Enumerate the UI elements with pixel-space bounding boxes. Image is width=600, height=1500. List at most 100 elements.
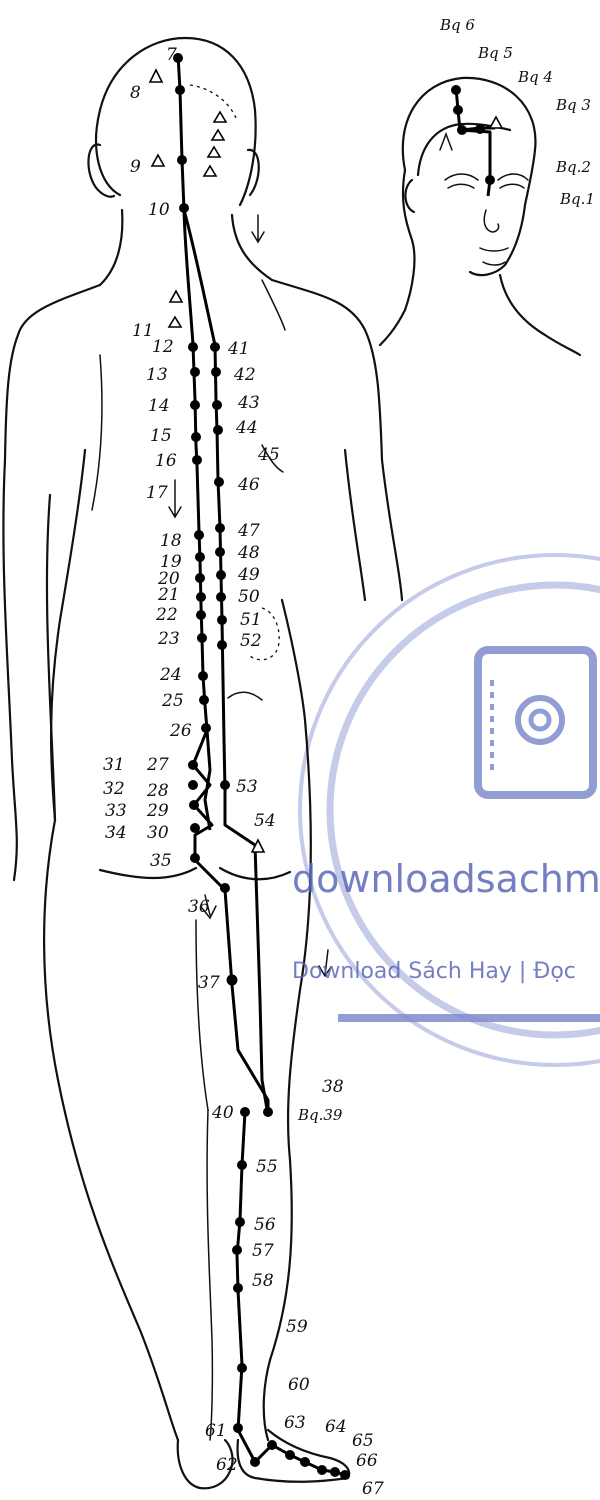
point-dot xyxy=(300,1457,310,1467)
triangle-marker xyxy=(152,155,164,166)
down-arrow-icon xyxy=(169,480,181,517)
point-dot xyxy=(210,342,220,352)
point-dot xyxy=(267,1440,277,1450)
point-label-27: 27 xyxy=(146,755,169,775)
point-dot xyxy=(198,671,208,681)
point-label-38: 38 xyxy=(322,1077,344,1097)
point-dot xyxy=(191,432,201,442)
triangle-marker xyxy=(204,166,216,176)
point-label-46: 46 xyxy=(237,475,260,495)
point-label-33: 33 xyxy=(105,801,127,821)
point-dot xyxy=(457,125,467,135)
point-dot xyxy=(285,1450,295,1460)
point-dot xyxy=(195,552,205,562)
point-label-24: 24 xyxy=(159,665,182,685)
point-label-64: 64 xyxy=(325,1417,347,1437)
point-dot xyxy=(199,695,209,705)
face-label-bq3: Bq 3 xyxy=(555,96,591,114)
point-label-65: 65 xyxy=(352,1431,374,1451)
point-dot xyxy=(485,175,495,185)
face-label-bq5: Bq 5 xyxy=(477,44,513,62)
point-label-18: 18 xyxy=(160,531,182,551)
point-label-62: 62 xyxy=(216,1455,238,1475)
point-label-66: 66 xyxy=(356,1451,378,1471)
point-label-41: 41 xyxy=(227,339,250,359)
point-label-54: 54 xyxy=(254,811,276,831)
face-label-bq6: Bq 6 xyxy=(439,16,475,34)
point-dot xyxy=(216,592,226,602)
point-dot xyxy=(263,1107,273,1117)
point-dot xyxy=(233,1423,243,1433)
point-label-21: 21 xyxy=(157,585,180,605)
point-label-10: 10 xyxy=(148,200,170,220)
point-dot xyxy=(217,615,227,625)
point-label-26: 26 xyxy=(169,721,192,741)
point-label-40: 40 xyxy=(211,1103,234,1123)
point-dot xyxy=(197,633,207,643)
point-dot xyxy=(189,800,199,810)
point-dot xyxy=(240,1107,250,1117)
address-book-icon xyxy=(478,650,593,795)
triangle-marker xyxy=(208,147,220,157)
point-label-16: 16 xyxy=(155,451,177,471)
point-label-63: 63 xyxy=(284,1413,306,1433)
point-dot xyxy=(217,640,227,650)
body-outline xyxy=(3,38,402,1488)
point-label-48: 48 xyxy=(237,543,260,563)
point-dot xyxy=(250,1457,260,1467)
point-label-30: 30 xyxy=(147,823,169,843)
point-dot xyxy=(196,592,206,602)
point-label-58: 58 xyxy=(252,1271,274,1291)
triangle-marker xyxy=(150,70,162,82)
watermark-rings xyxy=(300,555,600,1065)
point-label-60: 60 xyxy=(288,1375,310,1395)
point-dot xyxy=(233,1283,243,1293)
point-dot xyxy=(188,342,198,352)
face-outline xyxy=(380,78,580,355)
triangle-marker xyxy=(169,317,181,327)
triangle-marker xyxy=(490,117,502,128)
point-dot xyxy=(192,455,202,465)
point-label-51: 51 xyxy=(240,610,262,630)
point-label-7: 7 xyxy=(166,45,177,65)
point-dot xyxy=(190,367,200,377)
point-dot xyxy=(227,975,238,986)
triangle-marker xyxy=(170,291,182,302)
point-dot xyxy=(220,780,230,790)
point-dot xyxy=(188,780,198,790)
point-dot xyxy=(453,105,463,115)
point-label-56: 56 xyxy=(254,1215,276,1235)
point-label-50: 50 xyxy=(238,587,260,607)
down-arrow-icon xyxy=(252,215,264,242)
point-label-57: 57 xyxy=(252,1241,274,1261)
point-label-61: 61 xyxy=(205,1421,227,1441)
point-dot xyxy=(215,523,225,533)
point-label-17: 17 xyxy=(146,483,168,503)
point-label-29: 29 xyxy=(146,801,169,821)
point-dot xyxy=(179,203,189,213)
point-dot xyxy=(211,367,221,377)
face-label-bq4: Bq 4 xyxy=(517,68,553,86)
point-labels: 7 8 9 10 11 12 13 14 15 16 17 18 19 20 2… xyxy=(103,45,384,1499)
point-label-47: 47 xyxy=(237,521,260,541)
point-dot xyxy=(201,723,211,733)
triangle-marker xyxy=(214,112,226,122)
point-dot xyxy=(214,477,224,487)
point-label-12: 12 xyxy=(152,337,174,357)
point-label-67: 67 xyxy=(362,1479,384,1499)
point-label-52: 52 xyxy=(240,631,262,651)
point-label-42: 42 xyxy=(233,365,256,385)
point-label-44: 44 xyxy=(235,418,258,438)
point-label-43: 43 xyxy=(237,393,260,413)
point-dot xyxy=(340,1470,350,1480)
face-label-bq2: Bq.2 xyxy=(555,158,591,176)
point-label-15: 15 xyxy=(150,426,172,446)
face-label-bq1: Bq.1 xyxy=(559,190,595,208)
point-dot xyxy=(190,400,200,410)
watermark-site-text: downloadsachmie xyxy=(292,857,600,901)
watermark-tagline: Download Sách Hay | Đọc xyxy=(292,959,576,984)
point-label-9: 9 xyxy=(130,157,141,177)
point-dot xyxy=(212,400,222,410)
point-dot xyxy=(475,124,485,134)
